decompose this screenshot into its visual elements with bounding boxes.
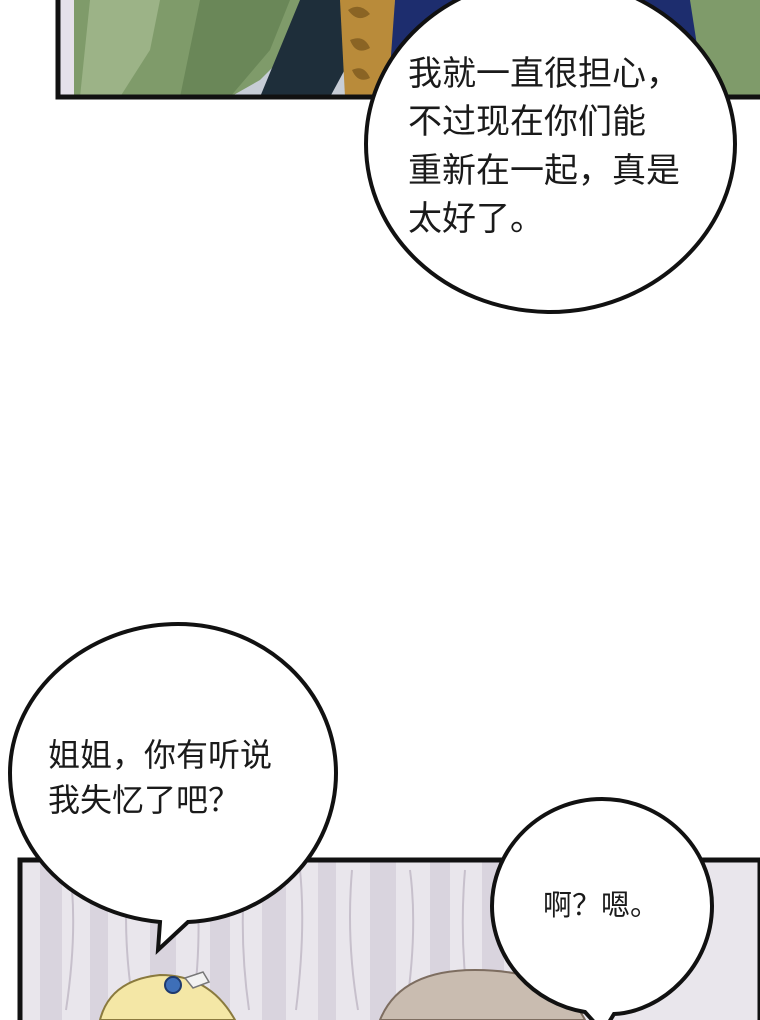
speech-bubble-3 (489, 796, 715, 1020)
speech-bubble-1-text: 我就一直很担心， 不过现在你们能 重新在一起，真是 太好了。 (408, 50, 680, 243)
speech-bubble-2 (7, 621, 339, 955)
dialogue-line: 不过现在你们能 (408, 102, 646, 143)
speech-bubble-3-text: 啊？嗯。 (543, 885, 659, 926)
dialogue-line: 姐姐，你有听说 (48, 736, 273, 774)
dialogue-line: 我就一直很担心， (408, 54, 680, 94)
dialogue-line: 啊？嗯。 (543, 888, 660, 922)
dialogue-line: 我失忆了吧？ (48, 781, 241, 820)
speech-bubble-2-text: 姐姐，你有听说 我失忆了吧？ (48, 733, 272, 824)
speech-bubble-1 (363, 0, 738, 315)
dialogue-line: 重新在一起，真是 (408, 150, 680, 191)
dialogue-line: 太好了。 (408, 198, 544, 239)
